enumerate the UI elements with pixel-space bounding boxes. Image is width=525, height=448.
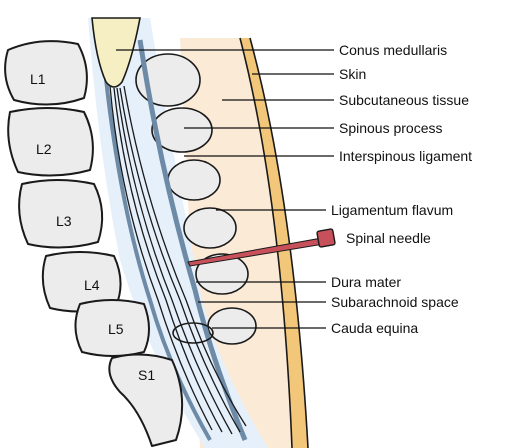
skin-layer bbox=[240, 38, 308, 448]
spinous-process-l2 bbox=[151, 107, 213, 153]
skin-inner-line bbox=[239, 37, 293, 448]
spinous-process-l1 bbox=[135, 53, 201, 107]
conus-medullaris-shape bbox=[91, 17, 141, 88]
cauda-equina-marker bbox=[172, 322, 214, 344]
vertebra-label-l3: L3 bbox=[56, 213, 72, 229]
label-spinous-process: Spinous process bbox=[339, 120, 443, 136]
spinous-process-l5 bbox=[207, 307, 257, 345]
label-dura-mater: Dura mater bbox=[331, 274, 401, 290]
label-subarachnoid-space: Subarachnoid space bbox=[331, 294, 459, 310]
label-spinal-needle: Spinal needle bbox=[346, 230, 431, 246]
spinal-needle-hub bbox=[316, 228, 336, 248]
spinous-processes bbox=[135, 53, 257, 345]
label-interspinous-ligament: Interspinous ligament bbox=[339, 148, 472, 164]
vertebra-label-l1: L1 bbox=[30, 71, 46, 87]
label-skin: Skin bbox=[339, 66, 366, 82]
vertebra-label-l4: L4 bbox=[84, 277, 100, 293]
label-cauda-equina: Cauda equina bbox=[331, 320, 418, 336]
vertebra-label-l2: L2 bbox=[36, 141, 52, 157]
skin-outer-line bbox=[249, 37, 309, 448]
vertebra-l5 bbox=[74, 299, 150, 357]
vertebra-label-l5: L5 bbox=[108, 321, 124, 337]
vertebra-l3 bbox=[18, 179, 104, 249]
dura-mater-posterior bbox=[137, 39, 248, 441]
leader-lines bbox=[116, 49, 334, 329]
vertebra-l2 bbox=[7, 107, 94, 177]
vertebral-column bbox=[4, 40, 184, 447]
label-conus-medullaris: Conus medullaris bbox=[339, 42, 447, 58]
label-ligamentum-flavum: Ligamentum flavum bbox=[331, 202, 453, 218]
cauda-equina-roots bbox=[109, 85, 247, 435]
spinous-process-l4 bbox=[183, 207, 237, 249]
vertebra-label-s1: S1 bbox=[138, 367, 155, 383]
dura-mater-anterior bbox=[102, 59, 212, 441]
vertebra-s1 bbox=[108, 353, 184, 447]
spinous-process-l3 bbox=[167, 159, 221, 201]
label-subcutaneous-tissue: Subcutaneous tissue bbox=[339, 92, 469, 108]
vertebra-l1 bbox=[4, 40, 88, 106]
spinous-process-l4b bbox=[195, 253, 249, 295]
